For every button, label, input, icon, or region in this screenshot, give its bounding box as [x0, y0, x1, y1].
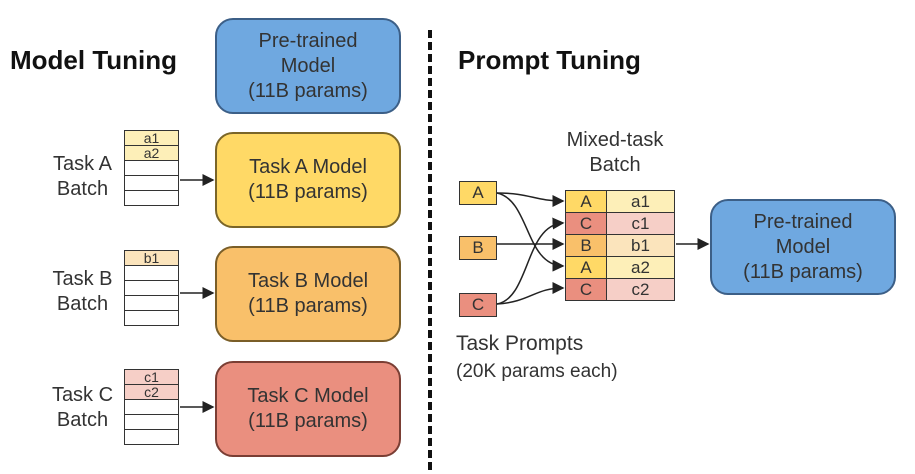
model-tuning-title: Model Tuning: [10, 45, 178, 75]
batch-label: Batch: [56, 409, 109, 431]
pretrained-line2: Model: [775, 235, 831, 258]
pretrained-line1: Pre-trained: [258, 29, 358, 52]
batch-row: b1: [125, 251, 178, 266]
arrow-prompt-c-row2: [496, 217, 565, 305]
batch-row: [125, 296, 178, 311]
batch-row: [125, 415, 178, 430]
task-c-batch: c1 c2: [124, 369, 179, 445]
mixed-row-example: c1: [607, 213, 674, 234]
mixed-batch-label: Mixed-task Batch: [540, 128, 690, 178]
batch-row: a1: [125, 131, 178, 146]
task-a-model-params: (11B params): [248, 181, 368, 203]
task-c-model-box: Task C Model (11B params): [215, 361, 401, 457]
pretrained-line3: (11B params): [248, 79, 368, 102]
prompt-tuning-title: Prompt Tuning: [458, 45, 641, 75]
prompt-b: B: [459, 236, 497, 260]
mixed-row-task: A: [566, 257, 607, 278]
mixed-task-label: Mixed-task: [566, 129, 664, 151]
mixed-row-task: A: [566, 191, 607, 212]
task-c-batch-label: Task C Batch: [40, 383, 125, 433]
batch-row: [125, 176, 178, 191]
batch-row: c2: [125, 385, 178, 400]
arrow-prompt-a-row4: [496, 192, 565, 272]
pretrained-model-box: Pre-trained Model (11B params): [215, 18, 401, 114]
task-c-label: Task C: [51, 384, 114, 406]
task-b-model-params: (11B params): [248, 295, 368, 317]
task-b-batch-label: Task B Batch: [40, 267, 125, 317]
task-c-model-title: Task C Model: [247, 385, 369, 407]
mixed-row-example: c2: [607, 279, 674, 300]
batch-row: a2: [125, 146, 178, 161]
mixed-row-example: b1: [607, 235, 674, 256]
mixed-row-example: a2: [607, 257, 674, 278]
task-b-model-box: Task B Model (11B params): [215, 246, 401, 342]
mixed-row-example: a1: [607, 191, 674, 212]
prompt-a: A: [459, 181, 497, 205]
arrow-prompt-a-row1: [496, 192, 565, 207]
pretrained-line2: Model: [280, 54, 336, 77]
batch-label: Batch: [56, 293, 109, 315]
mixed-row-task: B: [566, 235, 607, 256]
task-prompts-title: Task Prompts: [456, 332, 584, 355]
pretrained-line3: (11B params): [743, 260, 863, 283]
task-b-batch: b1: [124, 250, 179, 326]
batch-row: [125, 281, 178, 296]
task-b-label: Task B: [52, 268, 113, 290]
arrow-prompt-c-row5: [496, 282, 565, 305]
batch-label: Batch: [56, 178, 109, 200]
prompt-pretrained-model-box: Pre-trained Model (11B params): [710, 199, 896, 295]
mixed-row-task: C: [566, 279, 607, 300]
batch-row: [125, 266, 178, 281]
section-divider: [428, 30, 432, 470]
pretrained-line1: Pre-trained: [753, 210, 853, 233]
batch-row: c1: [125, 370, 178, 385]
batch-row: [125, 400, 178, 415]
prompt-c: C: [459, 293, 497, 317]
batch-row: [125, 161, 178, 176]
task-a-model-box: Task A Model (11B params): [215, 132, 401, 228]
batch-label: Batch: [589, 154, 641, 176]
task-a-label: Task A: [53, 153, 112, 175]
task-prompts-label: Task Prompts (20K params each): [456, 330, 618, 386]
task-a-batch: a1 a2: [124, 130, 179, 206]
task-b-model-title: Task B Model: [247, 270, 369, 292]
task-a-batch-label: Task A Batch: [40, 152, 125, 202]
mixed-row-task: C: [566, 213, 607, 234]
task-prompts-params: (20K params each): [456, 361, 618, 382]
task-a-model-title: Task A Model: [249, 156, 367, 178]
task-c-model-params: (11B params): [248, 410, 368, 432]
